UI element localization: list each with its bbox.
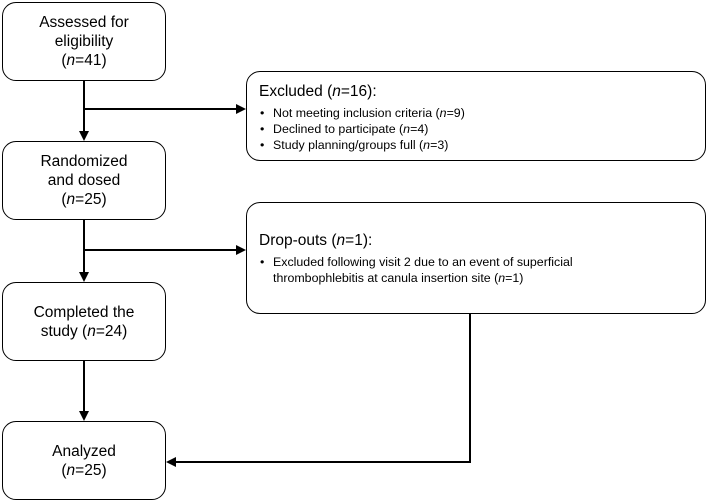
randomized-count: (n=25) [61, 191, 107, 208]
analyzed-text: Analyzed (n=25) [52, 442, 116, 480]
excluded-list: Not meeting inclusion criteria (n=9) Dec… [259, 105, 705, 153]
connector-dropouts-down [469, 314, 471, 462]
randomized-text: Randomized and dosed (n=25) [40, 152, 127, 209]
connector-dropouts-left [176, 461, 471, 463]
arrowhead-dropouts-to-analyzed [166, 457, 176, 467]
assessed-line2: eligibility [54, 33, 114, 50]
randomized-box: Randomized and dosed (n=25) [2, 141, 166, 220]
connector-to-dropouts [84, 249, 236, 251]
excluded-box: Excluded (n=16): Not meeting inclusion c… [246, 71, 706, 161]
completed-line1: Completed the [33, 303, 135, 321]
dropouts-title: Drop-outs (n=1): [259, 232, 373, 249]
assessed-text: Assessed for eligibility (n=41) [39, 13, 129, 70]
excluded-title: Excluded (n=16): [259, 83, 377, 100]
arrowhead-to-excluded [236, 104, 246, 114]
analyzed-box: Analyzed (n=25) [2, 421, 166, 500]
assessed-count: (n=41) [61, 52, 107, 69]
excluded-item-declined: Declined to participate (n=4) [259, 121, 705, 137]
arrowhead-to-completed [79, 272, 89, 282]
excluded-item-groups-full: Study planning/groups full (n=3) [259, 137, 705, 153]
analyzed-count: (n=25) [61, 461, 107, 479]
connector-assessed-randomized [83, 81, 85, 131]
connector-to-excluded [84, 108, 236, 110]
excluded-item-inclusion: Not meeting inclusion criteria (n=9) [259, 105, 705, 121]
randomized-line1: Randomized [40, 153, 128, 170]
completed-text: Completed the study (n=24) [34, 303, 135, 341]
assessed-box: Assessed for eligibility (n=41) [2, 2, 166, 81]
dropouts-list: Excluded following visit 2 due to an eve… [259, 254, 705, 286]
dropouts-item-thrombophlebitis: Excluded following visit 2 due to an eve… [259, 254, 705, 286]
connector-randomized-completed [83, 220, 85, 272]
completed-line2: study (n=24) [40, 322, 128, 340]
randomized-line2: and dosed [47, 172, 121, 189]
connector-completed-analyzed [83, 361, 85, 411]
assessed-line1: Assessed for [39, 14, 129, 31]
dropouts-box: Drop-outs (n=1): Excluded following visi… [246, 202, 706, 314]
arrowhead-to-analyzed [79, 411, 89, 421]
arrowhead-to-randomized [79, 131, 89, 141]
completed-box: Completed the study (n=24) [2, 282, 166, 361]
arrowhead-to-dropouts [236, 245, 246, 255]
analyzed-line1: Analyzed [52, 442, 116, 460]
